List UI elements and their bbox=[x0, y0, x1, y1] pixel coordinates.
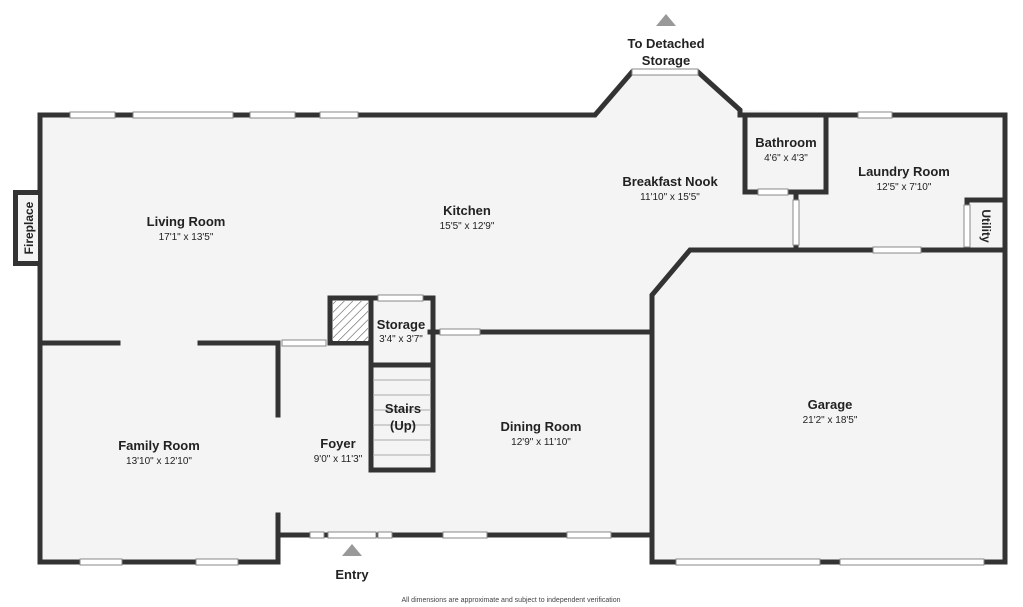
garage-name: Garage bbox=[808, 397, 853, 412]
fireplace: Fireplace bbox=[13, 190, 40, 266]
breakfast-nook-dims: 11'10" x 15'5" bbox=[640, 192, 700, 203]
detached-storage-label-line1: To Detached bbox=[627, 36, 704, 51]
utility-name: Utility bbox=[979, 209, 993, 243]
family-room-dims: 13'10" x 12'10" bbox=[126, 456, 192, 467]
garage-walls bbox=[649, 247, 1008, 565]
fireplace-label: Fireplace bbox=[22, 201, 36, 254]
stairs-name: Stairs bbox=[385, 401, 421, 416]
living-room-dims: 17'1" x 13'5" bbox=[159, 232, 214, 243]
storage-dims: 3'4" x 3'7" bbox=[379, 334, 423, 345]
kitchen-dims: 15'5" x 12'9" bbox=[440, 221, 495, 232]
foyer-name: Foyer bbox=[320, 436, 355, 451]
garage-dims: 21'2" x 18'5" bbox=[803, 415, 858, 426]
stairs-treads bbox=[373, 379, 431, 456]
closet-hatch bbox=[333, 301, 368, 341]
storage-name: Storage bbox=[377, 317, 425, 332]
floor-fill bbox=[40, 72, 1005, 562]
laundry-room-name: Laundry Room bbox=[858, 164, 950, 179]
dining-room-name: Dining Room bbox=[501, 419, 582, 434]
entry-label: Entry bbox=[335, 567, 369, 582]
entry-arrow-icon bbox=[342, 544, 362, 556]
up-arrow-icon bbox=[656, 14, 676, 26]
laundry-room-dims: 12'5" x 7'10" bbox=[877, 182, 932, 193]
bathroom-dims: 4'6" x 4'3" bbox=[764, 153, 808, 164]
bathroom-name: Bathroom bbox=[755, 135, 816, 150]
detached-storage-label-line2: Storage bbox=[642, 53, 690, 68]
family-room-name: Family Room bbox=[118, 438, 200, 453]
foyer-dims: 9'0" x 11'3" bbox=[314, 454, 363, 465]
stairs-direction: (Up) bbox=[390, 418, 416, 433]
living-room-name: Living Room bbox=[147, 214, 226, 229]
dining-room-dims: 12'9" x 11'10" bbox=[511, 437, 571, 448]
windows bbox=[69, 68, 985, 566]
kitchen-name: Kitchen bbox=[443, 203, 491, 218]
breakfast-nook-name: Breakfast Nook bbox=[622, 174, 718, 189]
footer-note: All dimensions are approximate and subje… bbox=[401, 597, 620, 604]
